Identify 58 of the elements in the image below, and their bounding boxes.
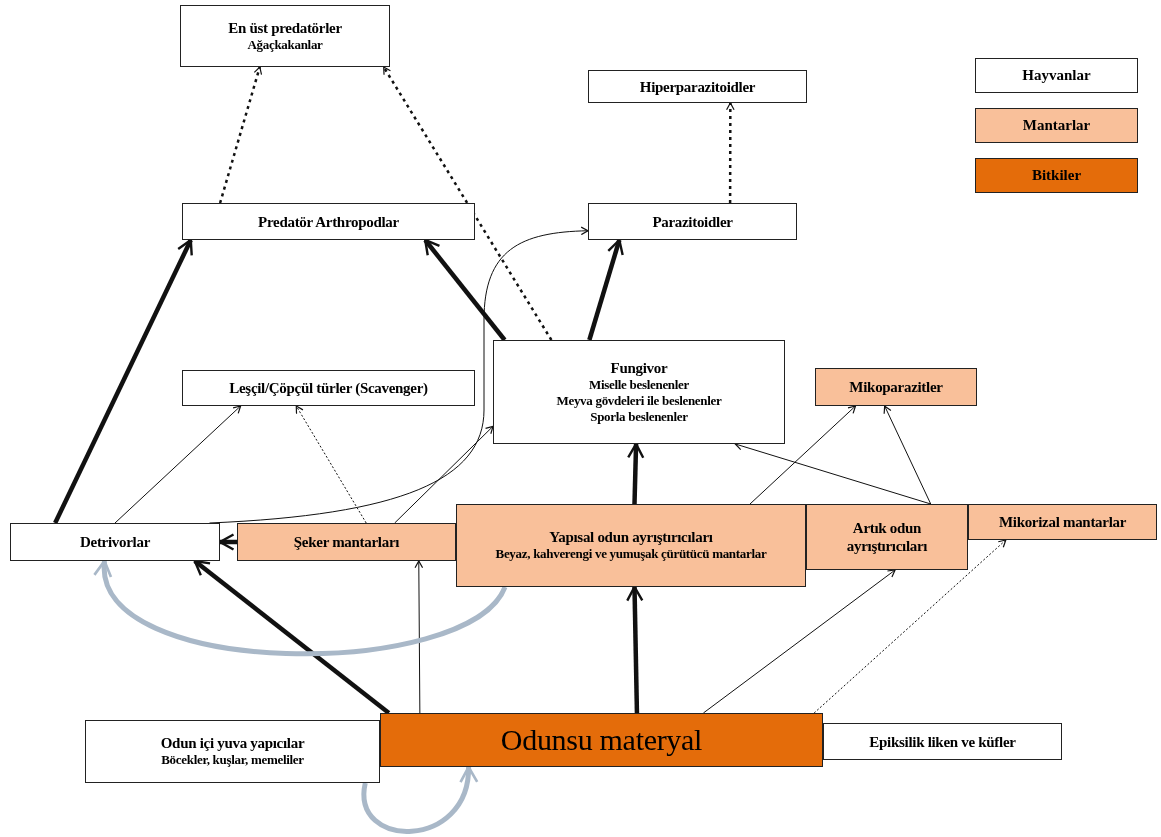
box-title: Predatör Arthropodlar	[258, 212, 399, 231]
box-text: Meyva gövdeleri ile beslenenler	[556, 392, 722, 410]
process-box	[380, 713, 823, 767]
arrow	[361, 765, 477, 834]
arrow	[626, 585, 644, 714]
legend-key: Mantarlar	[975, 108, 1138, 143]
arrow	[749, 405, 857, 505]
box-text: Sporla beslenenler	[590, 409, 688, 426]
process-box	[180, 5, 390, 67]
box-title: En üst predatörler	[228, 18, 342, 37]
box-title: Mikorizal mantarlar	[998, 513, 1127, 531]
box-title: Artık odun ayrıştırıcıları	[845, 519, 929, 555]
box-title: Odunsu materyal	[500, 722, 703, 758]
legend-key: Hayvanlar	[975, 58, 1138, 93]
process-box	[806, 504, 968, 570]
arrow	[394, 425, 494, 524]
box-title: Mikoparazitler	[849, 378, 943, 396]
process-box	[968, 504, 1157, 540]
box-title: Şeker mantarları	[293, 533, 400, 551]
process-box	[493, 340, 785, 444]
box-title: Fungivor	[610, 358, 668, 377]
process-box	[182, 203, 475, 240]
arrow	[53, 238, 193, 524]
arrow	[423, 238, 507, 342]
process-box	[588, 70, 807, 103]
arrow	[726, 102, 735, 203]
arrow	[414, 560, 424, 714]
box-text: Ağaçkakanlar	[247, 36, 323, 54]
arrow	[883, 405, 932, 505]
process-box	[182, 370, 475, 406]
process-box	[456, 504, 806, 587]
box-text: Miselle beslenenler	[588, 376, 690, 393]
box-title: Detrivorlar	[80, 533, 150, 551]
process-box	[237, 523, 456, 561]
box-title: Epiksilik liken ve küfler	[869, 732, 1016, 751]
box-title: Leşçil/Çöpçül türler (Scavenger)	[229, 379, 428, 397]
box-title: Odun içi yuva yapıcılar	[160, 734, 305, 753]
process-box	[588, 203, 797, 240]
arrow	[295, 405, 367, 524]
process-box	[823, 723, 1062, 760]
box-text: Böcekler, kuşlar, memeliler	[161, 752, 304, 769]
arrow	[218, 66, 263, 204]
box-title: Hiperparazitoidler	[639, 77, 756, 96]
arrow	[702, 569, 896, 714]
process-box	[85, 720, 380, 783]
arrow	[193, 559, 391, 715]
arrow	[114, 405, 242, 524]
legend-key: Bitkiler	[975, 158, 1138, 193]
arrow	[587, 238, 624, 341]
box-title: Yapısal odun ayrıştırıcıları	[549, 528, 713, 547]
box-text: Beyaz, kahverengi ve yumuşak çürütücü mantarlar	[495, 546, 767, 563]
arrow	[813, 539, 1007, 714]
process-box	[10, 523, 220, 561]
arrow	[382, 66, 553, 341]
arrow	[627, 442, 645, 505]
box-title: Parazitoidler	[652, 212, 733, 231]
process-box	[815, 368, 977, 406]
arrow	[218, 533, 237, 551]
